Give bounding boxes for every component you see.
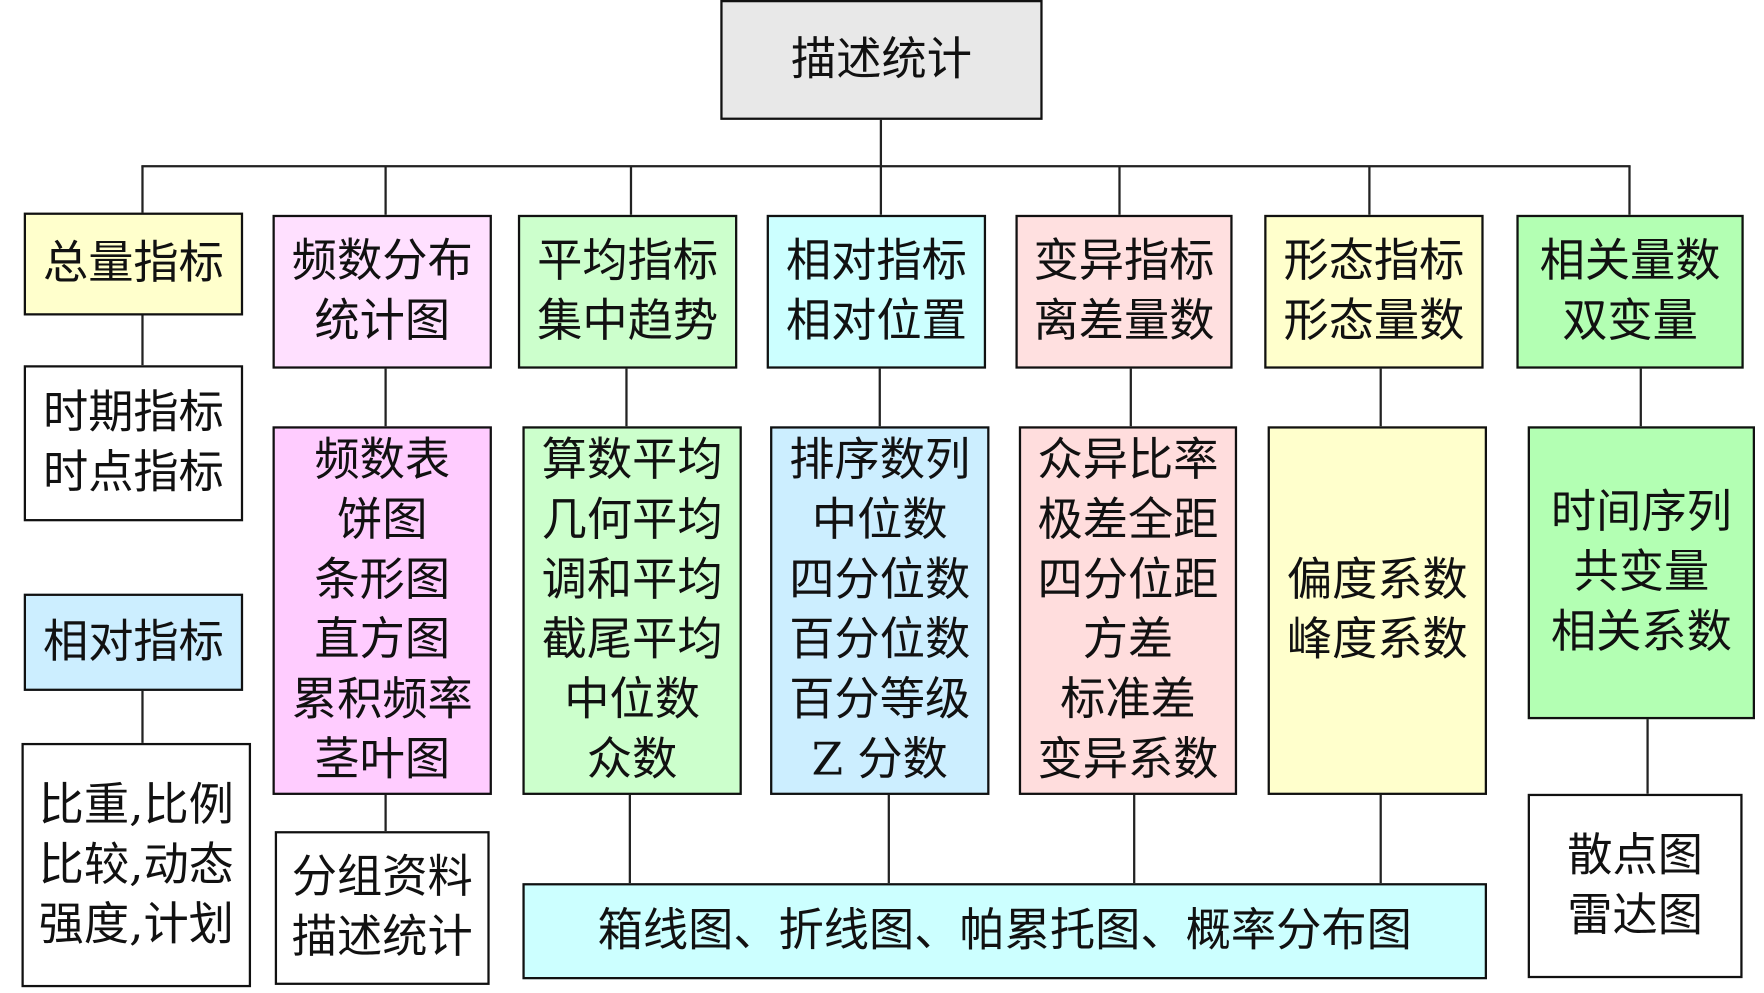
node-label-line: 四分位数 [789, 554, 971, 607]
connector [1129, 367, 1132, 427]
node-label-line: 双变量 [1562, 295, 1698, 348]
node-label-line: 时期指标 [42, 386, 224, 439]
node-label-line: 相对指标 [785, 235, 967, 288]
relative-sub-node: 比重,比例比较,动态强度,计划 [21, 742, 252, 988]
node-label-line: 标准差 [1060, 673, 1196, 726]
category-total-indicators: 总量指标 [23, 212, 244, 316]
connector [625, 367, 628, 427]
node-label-line: 累积频率 [291, 673, 473, 726]
correlation-charts-node: 散点图雷达图 [1527, 793, 1743, 979]
connector [1628, 166, 1631, 215]
node-label-line: 方差 [1082, 614, 1174, 667]
node-label-line: 变异指标 [1033, 235, 1215, 288]
frequency-sub-node: 频数表饼图条形图直方图累积频率茎叶图 [272, 426, 492, 795]
node-label-line: 峰度系数 [1286, 614, 1468, 667]
node-label-line: 直方图 [314, 614, 451, 667]
root-node: 描述统计 [720, 0, 1043, 120]
node-label-line: 比重,比例 [38, 778, 234, 831]
node-label-line: 平均指标 [537, 235, 719, 288]
mean-sub-node: 算数平均几何平均调和平均截尾平均中位数众数 [522, 426, 742, 795]
node-label-line: 相关量数 [1539, 235, 1721, 288]
shape-sub-node: 偏度系数峰度系数 [1267, 426, 1488, 795]
node-label-line: 极差全距 [1037, 494, 1219, 547]
frequency-sub-node-2: 分组资料描述统计 [274, 831, 490, 985]
node-label-line: 调和平均 [541, 554, 723, 607]
variation-sub-node: 众异比率极差全距四分位距方差标准差变异系数 [1018, 426, 1238, 795]
node-label-line: 频数表 [314, 434, 451, 487]
connector [141, 165, 1631, 168]
category-relative-position: 相对指标相对位置 [766, 214, 987, 369]
connector [1379, 793, 1382, 884]
category-frequency-distribution: 频数分布统计图 [272, 214, 492, 369]
node-label-line: 散点图 [1567, 829, 1703, 882]
relative-position-sub-node: 排序数列中位数四分位数百分位数百分等级 Z 分数 [770, 426, 990, 795]
node-label-line: 偏度系数 [1286, 554, 1468, 607]
node-label-line: 相对位置 [785, 295, 967, 348]
node-label-line: 截尾平均 [541, 614, 723, 667]
connector [879, 166, 883, 215]
node-label-line: 共变量 [1573, 546, 1710, 599]
category-shape: 形态指标形态量数 [1264, 214, 1484, 369]
node-label-line: 频数分布 [291, 235, 473, 288]
node-label-line: 统计图 [314, 295, 451, 348]
node-label-line: 条形图 [314, 554, 451, 607]
node-label-line: 相对指标 [42, 615, 224, 668]
connector [1379, 367, 1382, 427]
connector [384, 166, 387, 215]
node-label-line: 算数平均 [541, 434, 723, 487]
node-label-line: 饼图 [336, 494, 428, 547]
node-label-line: 中位数 [564, 673, 700, 726]
node-label-line: 描述统计 [790, 33, 972, 86]
node-label-line: 总量指标 [42, 237, 224, 290]
node-label-line: 集中趋势 [537, 295, 719, 348]
node-label-line: 强度,计划 [38, 898, 234, 951]
node-label-line: 箱线图、折线图、帕累托图、概率分布图 [597, 904, 1412, 957]
relative-indicator-node: 相对指标 [23, 593, 244, 691]
node-label-line: 众异比率 [1037, 434, 1219, 487]
total-sub-node: 时期指标时点指标 [23, 365, 244, 522]
connector [887, 793, 890, 884]
connector [1639, 367, 1642, 427]
node-label-line: 众数 [586, 733, 678, 786]
connector [141, 689, 144, 743]
node-label-line: 分组资料 [291, 851, 473, 904]
node-label-line: 排序数列 [789, 434, 971, 487]
connector [1118, 166, 1121, 215]
node-label-line: 描述统计 [291, 911, 473, 964]
node-label-line: 百分等级 [789, 673, 971, 726]
node-label-line: 百分位数 [789, 614, 971, 667]
node-label-line: 变异系数 [1037, 733, 1219, 786]
node-label-line: 相关系数 [1550, 606, 1732, 659]
node-label-line: 几何平均 [541, 494, 723, 547]
node-label-line: 时间序列 [1550, 486, 1732, 539]
node-label-line: 雷达图 [1567, 889, 1703, 942]
category-variation: 变异指标离差量数 [1015, 214, 1233, 369]
category-correlation: 相关量数双变量 [1516, 214, 1744, 369]
connector [629, 166, 633, 215]
charts-node: 箱线图、折线图、帕累托图、概率分布图 [522, 883, 1488, 980]
node-label-line: 离差量数 [1033, 295, 1215, 348]
node-label-line: 比较,动态 [38, 838, 234, 891]
correlation-sub-node: 时间序列共变量相关系数 [1527, 426, 1756, 720]
node-label-line: 茎叶图 [314, 733, 451, 786]
node-label-line: 四分位距 [1037, 554, 1219, 607]
connector [141, 166, 144, 213]
connector [1368, 166, 1371, 215]
connector [879, 118, 883, 167]
node-label-line: Z 分数 [811, 733, 948, 786]
connector [1646, 718, 1649, 794]
category-average-indicators: 平均指标集中趋势 [517, 214, 738, 369]
connector [141, 314, 144, 366]
node-label-line: 中位数 [811, 494, 948, 547]
connector [384, 367, 387, 427]
connector [628, 793, 631, 884]
connector [1133, 793, 1136, 884]
node-label-line: 形态指标 [1283, 235, 1465, 288]
node-label-line: 形态量数 [1283, 295, 1465, 348]
connector [384, 793, 387, 832]
node-label-line: 时点指标 [42, 446, 224, 499]
connector [878, 367, 881, 427]
